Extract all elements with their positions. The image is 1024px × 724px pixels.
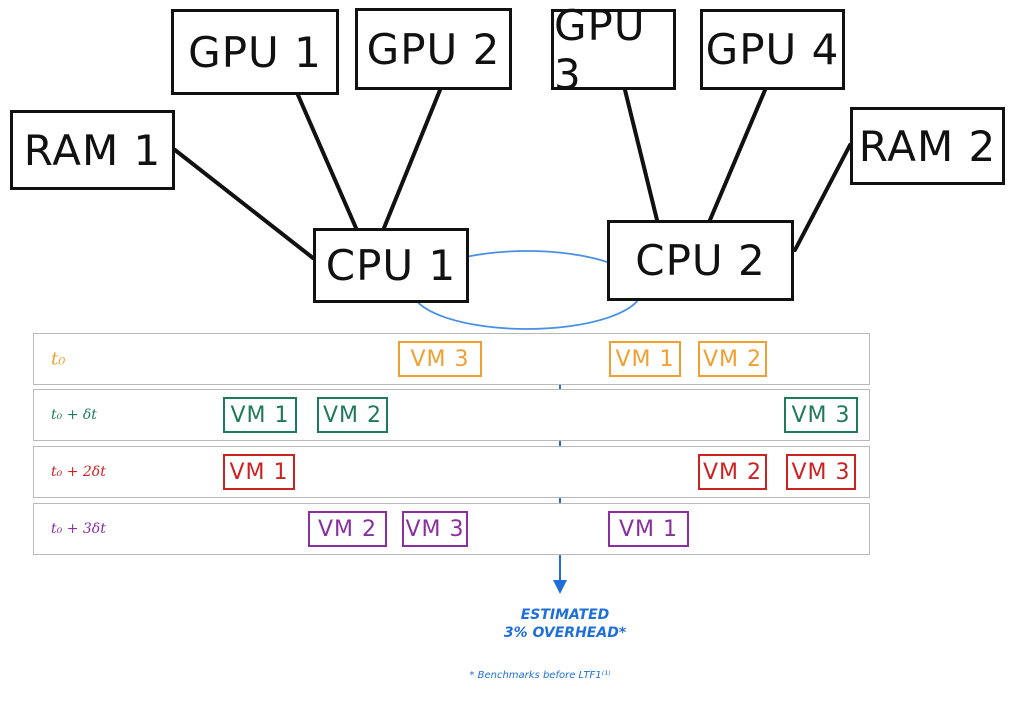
timeline-row-t0-plus-3dt: t₀ + 3δt VM 2 VM 3 VM 1 — [33, 503, 870, 555]
row-label-t0: t₀ — [51, 348, 66, 370]
vm-box: VM 3 — [786, 454, 856, 490]
vm-box: VM 3 — [784, 397, 858, 433]
gpu4-box: GPU 4 — [700, 9, 845, 90]
vm-box: VM 1 — [609, 341, 681, 377]
wire-gpu3-cpu2 — [623, 88, 659, 222]
row-label-t2: t₀ + 2δt — [51, 464, 106, 480]
cpu1-box: CPU 1 — [313, 228, 469, 303]
annotation-line-2: 3% OVERHEAD* — [503, 625, 627, 641]
vm-box: VM 1 — [608, 511, 689, 547]
gpu1-box: GPU 1 — [171, 9, 339, 95]
vm-box: VM 1 — [223, 397, 297, 433]
ram2-box: RAM 2 — [850, 107, 1005, 185]
vm-box: VM 3 — [402, 511, 468, 547]
wire-gpu4-cpu2 — [708, 88, 767, 222]
overhead-annotation: ESTIMATED 3% OVERHEAD* — [480, 606, 650, 642]
vm-box: VM 2 — [308, 511, 387, 547]
vm-box: VM 2 — [317, 397, 388, 433]
gpu3-box: GPU 3 — [551, 1, 676, 99]
vm-box: VM 2 — [698, 454, 767, 490]
wire-ram1-cpu1 — [173, 148, 315, 260]
row-label-t1: t₀ + δt — [51, 407, 97, 423]
vm-box: VM 3 — [398, 341, 482, 377]
annotation-line-1: ESTIMATED — [520, 607, 610, 623]
gpu2-box: GPU 2 — [355, 8, 512, 90]
wire-gpu1-cpu1 — [296, 93, 358, 230]
wire-gpu2-cpu1 — [382, 88, 442, 230]
cpu2-box: CPU 2 — [607, 220, 794, 301]
timeline-row-t0: t₀ VM 3 VM 1 VM 2 — [33, 333, 870, 385]
vm-box: VM 1 — [223, 454, 295, 490]
wire-ram2-cpu2 — [793, 143, 852, 252]
timeline-row-t0-plus-2dt: t₀ + 2δt VM 1 VM 2 VM 3 — [33, 446, 870, 498]
annotation-arrow-head — [553, 580, 567, 594]
vm-box: VM 2 — [698, 341, 767, 377]
timeline-row-t0-plus-dt: t₀ + δt VM 1 VM 2 VM 3 — [33, 389, 870, 441]
row-label-t3: t₀ + 3δt — [51, 521, 106, 537]
ram1-box: RAM 1 — [10, 110, 175, 190]
annotation-footnote: * Benchmarks before LTF1⁽¹⁾ — [469, 670, 611, 681]
